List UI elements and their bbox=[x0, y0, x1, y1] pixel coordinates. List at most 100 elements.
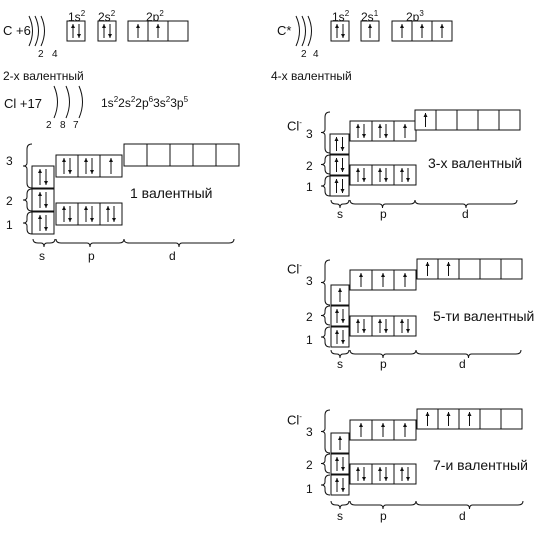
cl4-s-brace bbox=[330, 500, 350, 510]
cl1-level-2-brace bbox=[22, 188, 33, 212]
cl2-3p-box-1-electron-down-head bbox=[362, 134, 366, 138]
carbon-shell-1-count: 2 bbox=[38, 49, 44, 60]
carbon-2p-label: 2p2 bbox=[146, 9, 164, 24]
cl4-2s-box-1 bbox=[330, 453, 350, 475]
cl1-2p-box-2 bbox=[77, 202, 101, 226]
cl2-2p-box-3-electron-down-head bbox=[406, 178, 410, 182]
cl1-2p-box-2-electron-down-head bbox=[90, 218, 94, 222]
cl4-2p-box-1 bbox=[349, 463, 373, 485]
cl3-valence-label: 5-ти валентный bbox=[433, 308, 535, 324]
cl1-3p-box-2-electron-up-head bbox=[84, 158, 88, 162]
cl3-3d-box-1-electron-up-head bbox=[425, 262, 430, 266]
carbon-symbol: C +6 bbox=[3, 23, 31, 38]
carbon-excited-2p-box-1-electron-up-head bbox=[400, 24, 404, 28]
cl4-2s-box-1-electron-up-head bbox=[335, 457, 339, 461]
cl2-s-brace bbox=[330, 199, 350, 209]
cl2-1s-box-1-electron-down-head bbox=[340, 189, 345, 193]
cl3-3p-box-2-electron-up-head bbox=[381, 273, 385, 277]
cl3-3s-box-1-electron-up-head bbox=[338, 288, 342, 292]
carbon-1s-box-1-electron-down-head bbox=[77, 34, 81, 38]
cl3-level-3-label: 3 bbox=[306, 274, 313, 288]
cl4-3d-box-5 bbox=[500, 408, 523, 430]
cl3-s-brace bbox=[330, 349, 350, 359]
carbon-excited-shell-1-count: 2 bbox=[301, 49, 307, 60]
cl1-level-3-label: 3 bbox=[6, 154, 13, 168]
cl2-3p-box-1 bbox=[349, 120, 373, 142]
cl1-3d-box-4 bbox=[192, 143, 217, 167]
cl1-2p-box-1-electron-down-head bbox=[68, 218, 72, 222]
cl1-level-2-label: 2 bbox=[6, 194, 13, 208]
cl1-2s-box-1-electron-up-head bbox=[38, 192, 42, 196]
cl4-level-3-label: 3 bbox=[306, 425, 313, 439]
cl3-sublevel-p-label: p bbox=[380, 357, 387, 371]
cl1-1s-box-1 bbox=[31, 211, 55, 235]
carbon-valence-label: 2-х валентный bbox=[3, 69, 84, 83]
cl2-sublevel-s-label: s bbox=[337, 207, 343, 221]
cl2-level-3-label: 3 bbox=[306, 127, 313, 141]
cl2-2p-box-3-electron-up-head bbox=[400, 168, 404, 172]
cl2-symbol: Cl- bbox=[287, 118, 302, 134]
cl1-3p-box-3-electron-up-head bbox=[109, 158, 113, 162]
cl2-3p-box-2-electron-up-head bbox=[378, 124, 382, 128]
cl2-2s-box-1 bbox=[329, 154, 350, 176]
cl2-2p-box-3 bbox=[393, 164, 417, 186]
carbon-2s-label: 2s2 bbox=[98, 9, 116, 24]
cl1-level-3-brace bbox=[22, 143, 33, 189]
cl4-sublevel-s-label: s bbox=[337, 509, 343, 523]
carbon-excited-1s-label: 1s2 bbox=[332, 9, 350, 24]
carbon-excited-2p-box-2-electron-up-head bbox=[420, 24, 424, 28]
cl1-3p-box-2 bbox=[77, 154, 101, 178]
cl4-3p-box-3-electron-up-head bbox=[403, 423, 407, 427]
cl2-2s-box-1-electron-down-head bbox=[340, 168, 345, 172]
carbon-2s-box-1 bbox=[97, 20, 117, 42]
cl4-2p-box-1-electron-down-head bbox=[362, 477, 366, 481]
cl2-3s-box-1 bbox=[329, 133, 350, 155]
cl2-p-brace bbox=[349, 199, 416, 209]
cl2-3s-box-1-electron-up-head bbox=[334, 137, 339, 141]
cl3-d-brace bbox=[415, 349, 522, 359]
cl3-2p-box-3-electron-down-head bbox=[406, 329, 410, 333]
cl3-level-2-label: 2 bbox=[306, 310, 313, 324]
cl4-2p-box-2-electron-down-head bbox=[384, 477, 388, 481]
cl4-sublevel-d-label: d bbox=[459, 509, 466, 523]
cl2-3s-box-1-electron-down-head bbox=[340, 147, 345, 151]
cl1-2p-box-1 bbox=[55, 202, 79, 226]
carbon-shell-arc-3 bbox=[40, 15, 45, 47]
cl2-2s-box-1-electron-up-head bbox=[334, 158, 339, 162]
cl4-1s-box-1-electron-down-head bbox=[341, 488, 345, 492]
cl2-level-3-brace bbox=[320, 111, 331, 154]
carbon-excited-valence-label: 4-х валентный bbox=[271, 69, 352, 83]
cl1-2p-box-1-electron-up-head bbox=[62, 206, 66, 210]
chlorine-shell-3-count: 7 bbox=[73, 120, 79, 131]
cl3-3d-box-2-electron-up-head bbox=[446, 262, 451, 266]
cl2-3d-box-1-electron-up-head bbox=[423, 113, 428, 117]
cl2-3p-box-3-electron-up-head bbox=[403, 124, 407, 128]
chlorine-shell-arc-3 bbox=[78, 85, 83, 119]
cl1-3p-box-1-electron-down-head bbox=[68, 170, 72, 174]
chlorine-shell-arc-1 bbox=[53, 85, 58, 119]
cl4-level-2-brace bbox=[320, 453, 331, 474]
cl2-level-1-brace bbox=[320, 175, 331, 197]
carbon-excited-1s-box-1 bbox=[330, 20, 350, 42]
cl3-level-2-brace bbox=[320, 305, 331, 326]
cl3-level-3-brace bbox=[320, 259, 331, 306]
cl3-2p-box-1-electron-down-head bbox=[362, 329, 366, 333]
carbon-excited-2p-box-3-electron-up-head bbox=[440, 24, 444, 28]
cl1-1s-box-1-electron-down-head bbox=[44, 227, 48, 231]
cl1-3d-box-5 bbox=[215, 143, 240, 167]
cl4-2p-box-2 bbox=[371, 463, 395, 485]
cl3-3p-box-3-electron-up-head bbox=[403, 273, 407, 277]
cl2-2p-box-2-electron-down-head bbox=[384, 178, 388, 182]
cl3-level-1-brace bbox=[320, 326, 331, 348]
cl2-sublevel-d-label: d bbox=[462, 207, 469, 221]
cl2-3p-box-1-electron-up-head bbox=[356, 124, 360, 128]
carbon-excited-shell-2-count: 4 bbox=[313, 49, 319, 60]
cl3-p-brace bbox=[349, 349, 417, 359]
carbon-excited-symbol: C* bbox=[277, 23, 292, 38]
cl2-level-1-label: 1 bbox=[306, 180, 313, 194]
cl1-3s-box-1-electron-up-head bbox=[38, 169, 42, 173]
cl4-3p-box-2-electron-up-head bbox=[381, 423, 385, 427]
cl1-3d-box-1 bbox=[123, 143, 148, 167]
carbon-2p-box-1-electron-up-head bbox=[136, 24, 140, 28]
